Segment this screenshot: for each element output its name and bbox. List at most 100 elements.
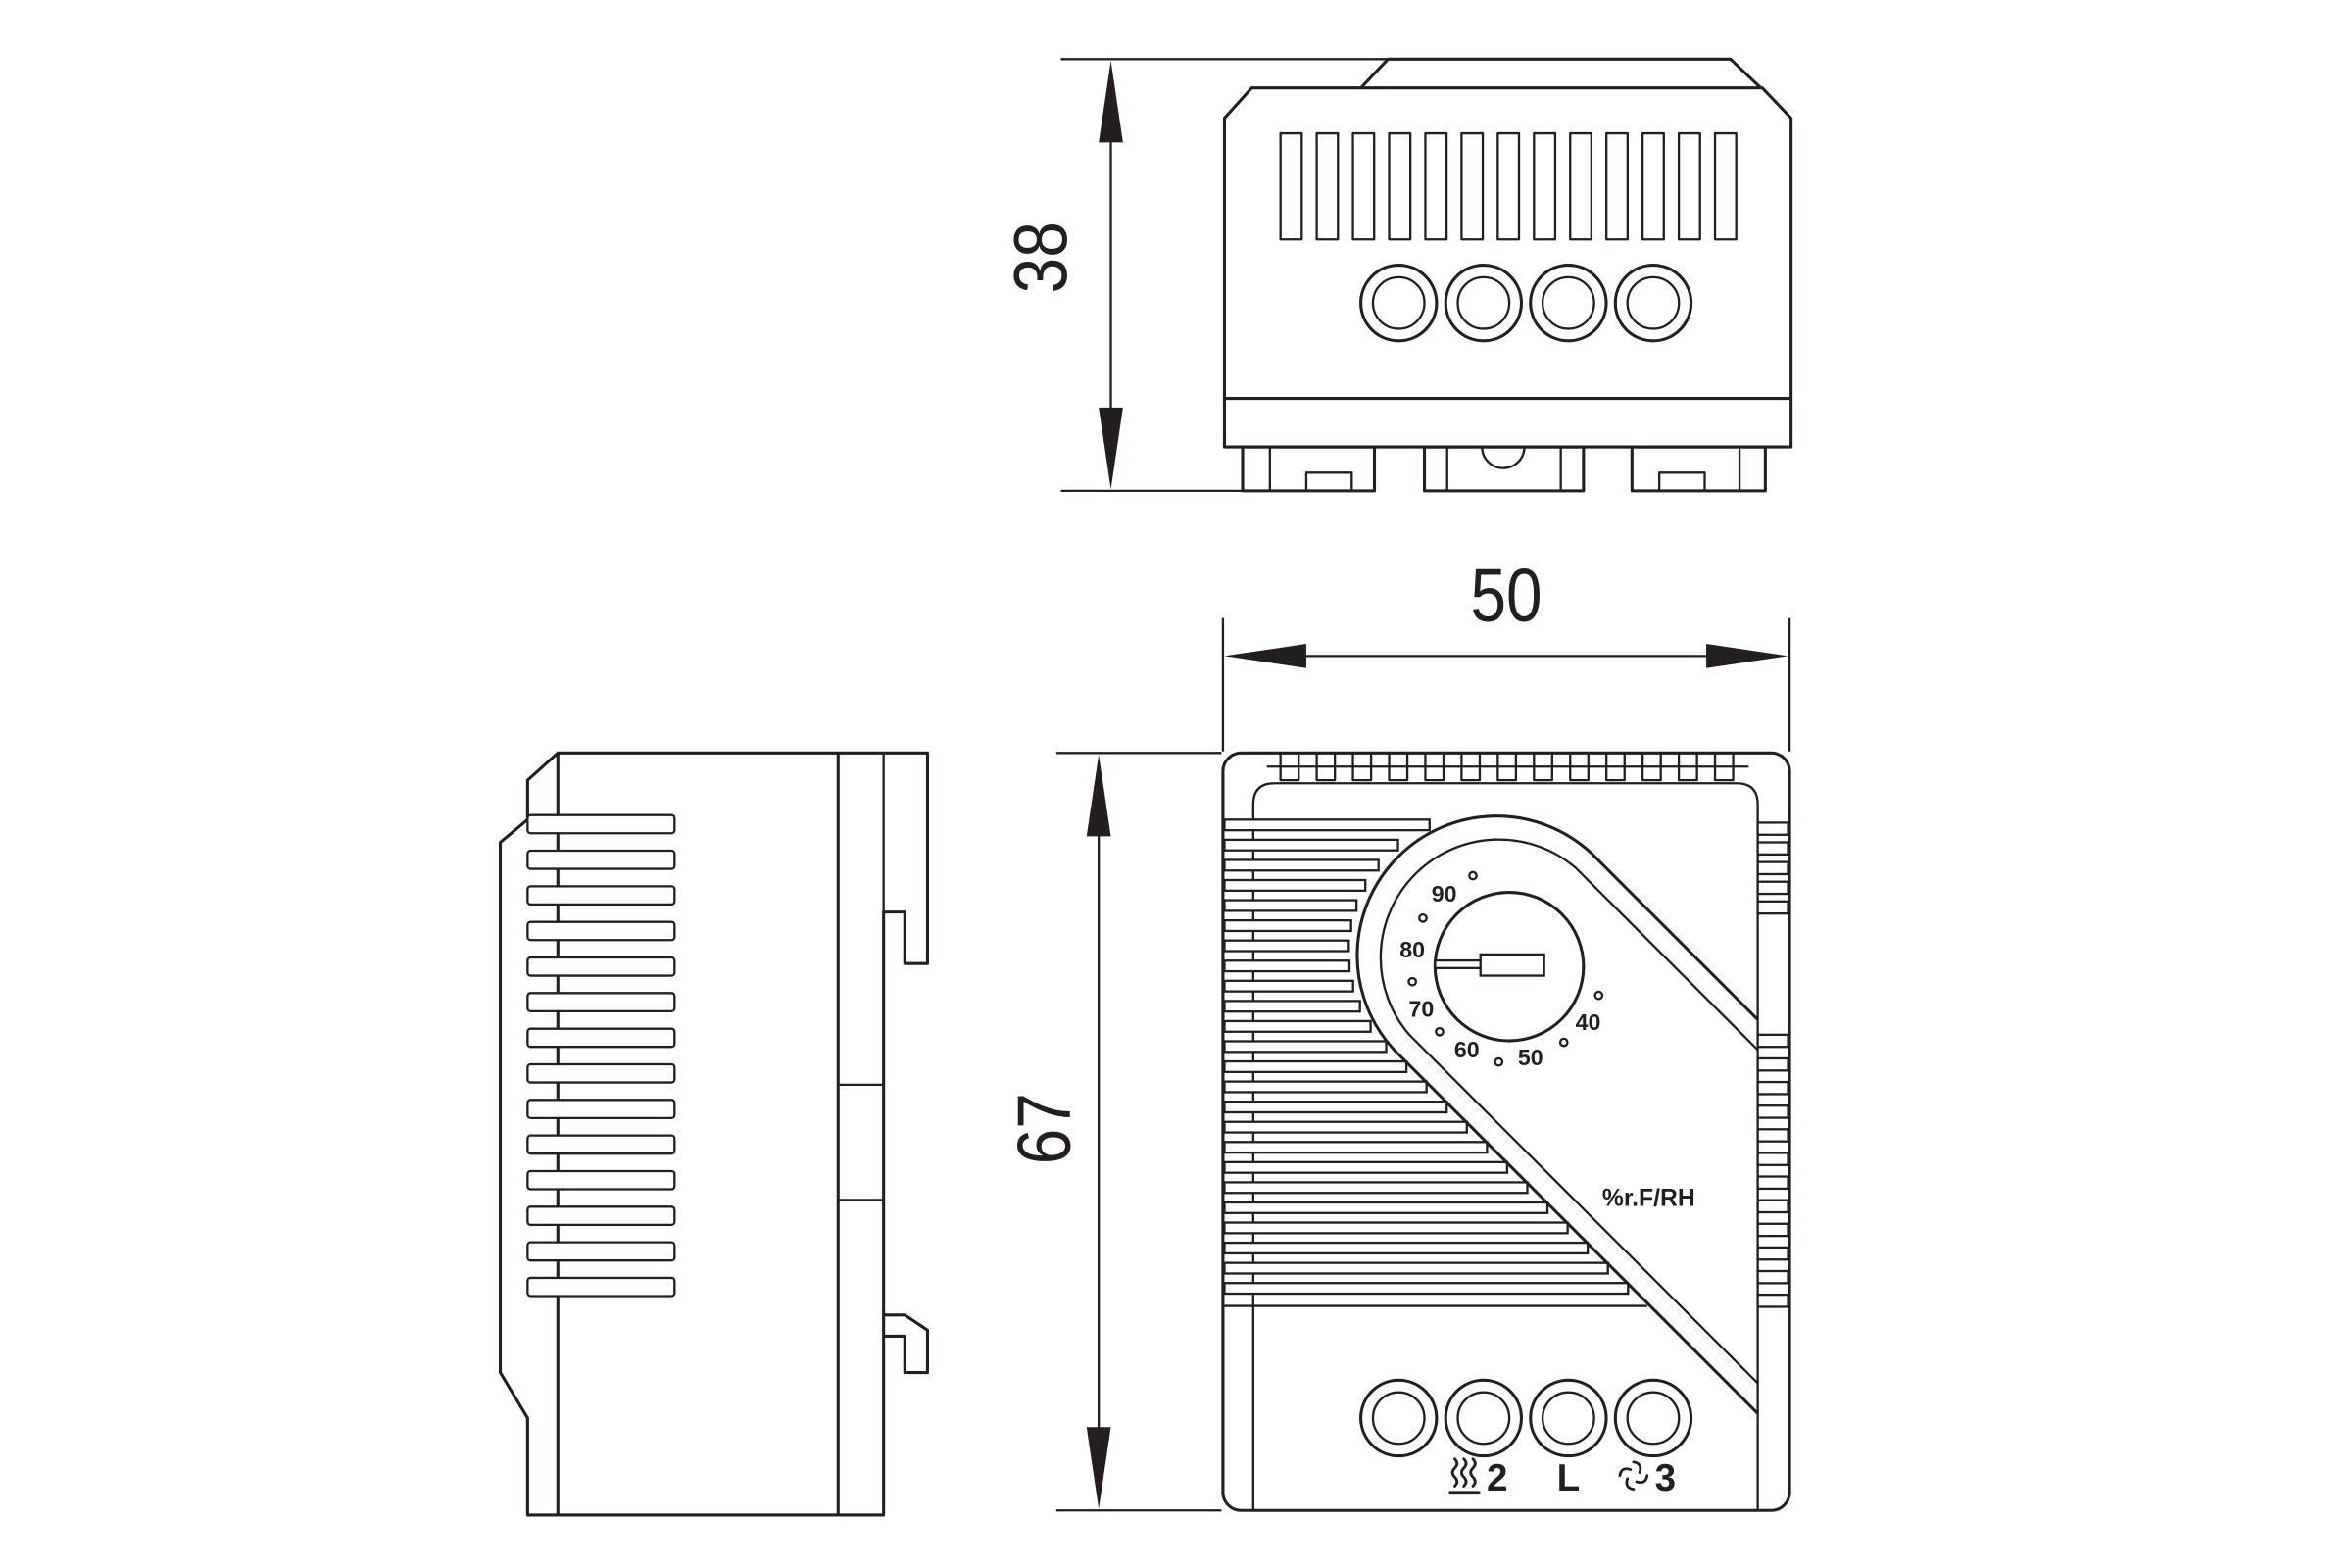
side-vent-stub: [1756, 1104, 1789, 1119]
side-vent-slats: [526, 813, 676, 1298]
side-vent-slat: [526, 1169, 676, 1191]
clip-body: [1630, 445, 1767, 493]
vent-slot: [1424, 131, 1448, 241]
side-vent-slat: [526, 885, 676, 906]
side-vent-stub: [1756, 1293, 1789, 1308]
front-vent-slats: [1223, 818, 1630, 1296]
vent-slat: [1223, 1141, 1489, 1154]
dial-scale-dot: [1435, 1026, 1445, 1037]
dial-panel-outer-edge: [1355, 814, 1759, 1415]
dial-scale-label: 80: [1399, 937, 1425, 962]
side-vent-stub: [1756, 880, 1789, 896]
dial-scale-dot: [1558, 1037, 1569, 1048]
front-view: 50 67 90 80 70 60 50 40: [1003, 554, 1791, 1512]
top-vent-stub: [1569, 752, 1590, 782]
front-terminal-screws: [1359, 1378, 1693, 1458]
top-vent-stub: [1279, 752, 1300, 782]
side-vent-stub: [1756, 1199, 1789, 1214]
dial-scale-dots: [1407, 870, 1604, 1067]
arrowhead-up: [1086, 754, 1111, 837]
terminal-label-heater: 2: [1487, 1457, 1507, 1499]
top-vent-stub: [1424, 752, 1446, 782]
inner-frame: [1251, 782, 1759, 1511]
vent-slat: [1223, 1181, 1529, 1195]
terminal-screw-inner: [1541, 1391, 1595, 1446]
vent-slot: [1605, 131, 1629, 241]
side-vent-slat: [526, 1062, 676, 1084]
top-vent-stub: [1641, 752, 1662, 782]
side-vent-stub: [1756, 1033, 1789, 1049]
vent-slat: [1223, 858, 1380, 872]
side-vent-stub: [1756, 860, 1789, 876]
dial-scale-label: 60: [1454, 1037, 1480, 1062]
terminal-screw-inner: [1371, 1391, 1426, 1446]
dial-scale-dot: [1418, 912, 1428, 923]
dial-scale-label: 70: [1409, 996, 1435, 1021]
dimension-label-width: 50: [1470, 554, 1542, 638]
arrowhead-left: [1224, 644, 1306, 668]
vent-slat: [1223, 959, 1351, 973]
terminal-screw-inner: [1626, 275, 1681, 330]
arrowhead-down: [1099, 407, 1123, 490]
fan-blade: [1632, 1460, 1642, 1474]
vent-slat: [1223, 939, 1350, 953]
top-vent-slots: [1279, 131, 1738, 241]
terminal-screw-inner: [1456, 1391, 1511, 1446]
din-rail-clip-right: [1630, 445, 1767, 493]
vent-slat: [1223, 1120, 1468, 1134]
fan-blade: [1635, 1474, 1649, 1485]
din-rail-clip-lower: [883, 1313, 930, 1375]
top-view: 38: [1000, 57, 1793, 493]
vent-slat: [1223, 1221, 1569, 1235]
vent-slat: [1223, 1241, 1590, 1255]
heat-wave: [1460, 1457, 1468, 1488]
side-vent-stub: [1756, 1175, 1789, 1191]
side-vent-stub: [1756, 1080, 1789, 1096]
top-vent-stub: [1713, 752, 1735, 782]
side-vent-stub: [1756, 1152, 1789, 1166]
top-view-raised-cover: [1359, 57, 1762, 89]
vent-slat: [1223, 1101, 1448, 1114]
din-rail-clip-left: [1241, 445, 1377, 493]
clip-notch: [1657, 471, 1706, 493]
dial-scale-label: 40: [1576, 1009, 1601, 1035]
vent-slot: [1351, 131, 1376, 241]
vent-slat: [1223, 1282, 1630, 1296]
top-view-housing: [1222, 86, 1793, 449]
vent-slot: [1713, 131, 1738, 241]
top-terminal-screws: [1359, 263, 1693, 343]
clip-notch: [1304, 471, 1353, 493]
terminal-screw-inner: [1541, 275, 1595, 330]
vent-slot: [1460, 131, 1485, 241]
top-vent-stub: [1605, 752, 1626, 782]
arrowhead-up: [1099, 60, 1123, 143]
dial-scale-dot: [1407, 976, 1418, 987]
side-vent-stub: [1756, 841, 1789, 857]
vent-slat: [1223, 918, 1352, 933]
fan-icon: [1618, 1460, 1649, 1492]
vent-slot: [1388, 131, 1412, 241]
vent-slot: [1496, 131, 1521, 241]
heat-wave: [1469, 1457, 1477, 1488]
vent-slot: [1315, 131, 1340, 241]
side-view: [498, 751, 930, 1517]
side-vent-stub: [1756, 900, 1789, 915]
side-vent-slat: [526, 956, 676, 977]
top-vent-stubs: [1279, 752, 1735, 782]
dial-scale-dot: [1593, 990, 1604, 1001]
terminal-label-line: L: [1557, 1457, 1581, 1499]
top-vent-stub: [1677, 752, 1698, 782]
vent-slat: [1223, 1000, 1361, 1013]
vent-slat: [1223, 1059, 1408, 1074]
vent-slat: [1223, 818, 1431, 832]
dial-scale-dot: [1494, 1056, 1504, 1067]
vent-slat: [1223, 979, 1354, 993]
side-vent-stub: [1756, 1269, 1789, 1285]
side-vent-slat: [526, 992, 676, 1013]
vent-slat: [1223, 1040, 1388, 1054]
side-vent-slat: [526, 1276, 676, 1298]
side-vent-slat: [526, 1134, 676, 1155]
terminal-screw-inner: [1371, 275, 1426, 330]
arrowhead-right: [1706, 644, 1788, 668]
